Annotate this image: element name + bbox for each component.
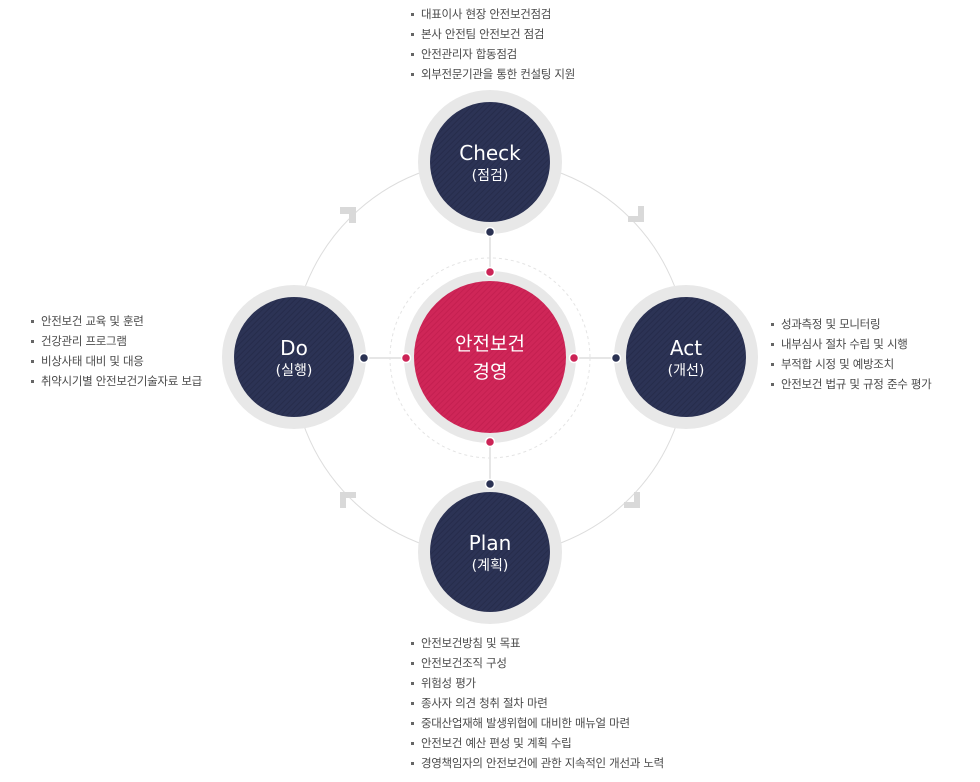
dot-navy bbox=[358, 352, 370, 364]
center-title-line1: 안전보건 bbox=[455, 333, 525, 355]
dot-crimson bbox=[484, 436, 496, 448]
list-item: 경영책임자의 안전보건에 관한 지속적인 개선과 노력 bbox=[410, 753, 664, 773]
plan-title: Plan bbox=[469, 531, 512, 555]
do-list: 안전보건 교육 및 훈련 건강관리 프로그램 비상사태 대비 및 대응 취약시기… bbox=[30, 311, 202, 391]
list-item: 본사 안전팀 안전보건 점검 bbox=[410, 24, 575, 44]
arrow-icon bbox=[624, 492, 640, 508]
do-subtitle: (실행) bbox=[276, 363, 313, 379]
connector-dots bbox=[358, 226, 622, 490]
check-title: Check bbox=[459, 141, 521, 165]
list-item: 취약시기별 안전보건기술자료 보급 bbox=[30, 371, 202, 391]
center-title-line2: 경영 bbox=[473, 361, 508, 383]
list-item: 안전관리자 합동점검 bbox=[410, 44, 575, 64]
dot-navy bbox=[610, 352, 622, 364]
act-subtitle: (개선) bbox=[668, 363, 705, 379]
list-item: 안전보건 법규 및 규정 준수 평가 bbox=[770, 374, 932, 394]
act-list: 성과측정 및 모니터링 내부심사 절차 수립 및 시행 부적합 시정 및 예방조… bbox=[770, 314, 932, 394]
check-list: 대표이사 현장 안전보건점검 본사 안전팀 안전보건 점검 안전관리자 합동점검… bbox=[410, 4, 575, 84]
list-item: 외부전문기관을 통한 컨설팅 지원 bbox=[410, 64, 575, 84]
plan-subtitle: (계획) bbox=[472, 558, 509, 574]
list-item: 대표이사 현장 안전보건점검 bbox=[410, 4, 575, 24]
list-item: 비상사태 대비 및 대응 bbox=[30, 351, 202, 371]
list-item: 중대산업재해 발생위협에 대비한 매뉴얼 마련 bbox=[410, 713, 664, 733]
act-title: Act bbox=[670, 336, 702, 360]
list-item: 안전보건 교육 및 훈련 bbox=[30, 311, 202, 331]
plan-node: Plan (계획) bbox=[418, 480, 562, 624]
dot-crimson bbox=[568, 352, 580, 364]
dot-navy bbox=[484, 478, 496, 490]
list-item: 위험성 평가 bbox=[410, 673, 664, 693]
connector-lines bbox=[364, 232, 616, 484]
list-item: 안전보건조직 구성 bbox=[410, 653, 664, 673]
dot-navy bbox=[484, 226, 496, 238]
do-title: Do bbox=[280, 336, 308, 360]
center-node: 안전보건 경영 bbox=[404, 271, 576, 443]
list-item: 부적합 시정 및 예방조치 bbox=[770, 354, 931, 374]
act-node: Act (개선) bbox=[614, 285, 758, 429]
dot-crimson bbox=[484, 266, 496, 278]
list-item: 종사자 의견 청취 절차 마련 bbox=[410, 693, 664, 713]
dot-crimson bbox=[400, 352, 412, 364]
arrow-icon bbox=[340, 492, 356, 508]
list-item: 안전보건 예산 편성 및 계획 수립 bbox=[410, 733, 664, 753]
check-subtitle: (점검) bbox=[472, 168, 509, 184]
arrow-icon bbox=[628, 206, 644, 222]
check-node: Check (점검) bbox=[418, 90, 562, 234]
list-item: 건강관리 프로그램 bbox=[30, 331, 202, 351]
list-item: 내부심사 절차 수립 및 시행 bbox=[770, 334, 931, 354]
cycle-arrow-shapes bbox=[340, 206, 644, 508]
plan-list: 안전보건방침 및 목표 안전보건조직 구성 위험성 평가 종사자 의견 청취 절… bbox=[410, 633, 664, 773]
do-node: Do (실행) bbox=[222, 285, 366, 429]
arrow-icon bbox=[340, 207, 356, 223]
list-item: 안전보건방침 및 목표 bbox=[410, 633, 664, 653]
center-halo bbox=[389, 257, 591, 459]
list-item: 성과측정 및 모니터링 bbox=[770, 314, 931, 334]
